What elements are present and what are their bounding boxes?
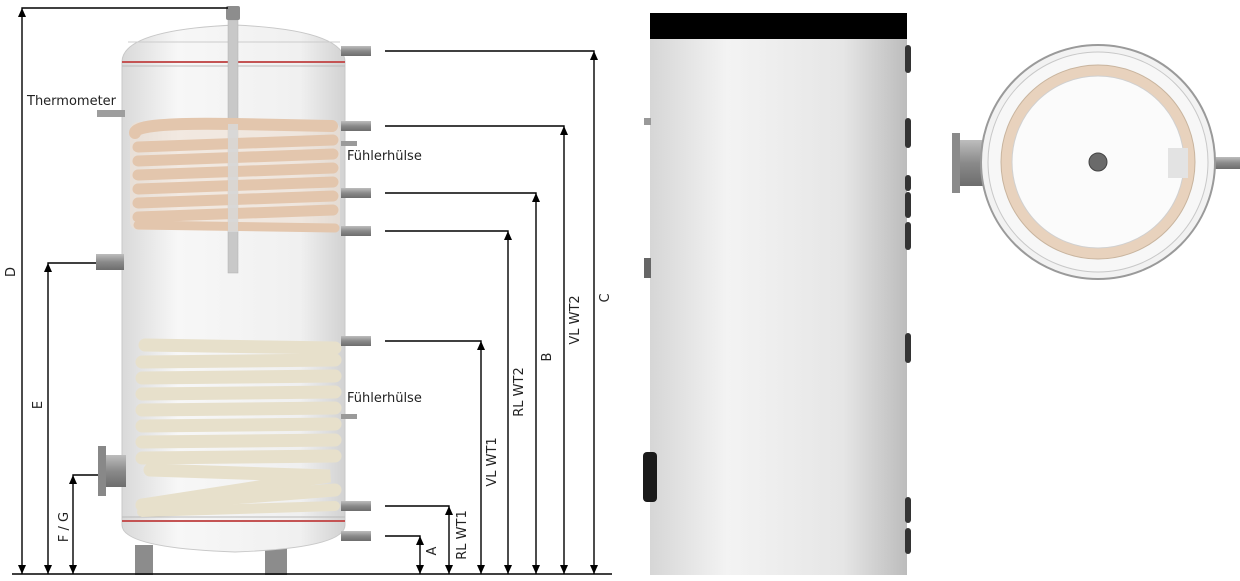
dim-label-vl-wt2: VL WT2 bbox=[568, 295, 583, 344]
top-view-flange-pipe bbox=[958, 140, 984, 186]
tank-top-view bbox=[952, 44, 1240, 280]
dim-label-rl-wt2: RL WT2 bbox=[512, 367, 527, 416]
tank-foot-right bbox=[265, 545, 287, 575]
dim-label-rl-wt1: RL WT1 bbox=[455, 510, 470, 559]
pipe-a bbox=[341, 531, 371, 541]
thermometer-fitting bbox=[97, 110, 125, 117]
dimension-labels: D E F / G A RL WT1 VL WT1 RL WT2 B VL WT… bbox=[4, 267, 613, 560]
side-thermometer-stub bbox=[644, 118, 651, 125]
dim-line-rl-wt1 bbox=[385, 505, 450, 574]
jacket-body bbox=[650, 37, 907, 575]
sensor-upper-label: Fühlerhülse bbox=[347, 149, 422, 164]
side-flange-cover bbox=[643, 452, 657, 502]
dim-label-e: E bbox=[31, 401, 46, 409]
side-fitting bbox=[644, 258, 651, 278]
pipe-sensor-upper-2 bbox=[341, 141, 357, 146]
tank-cutaway-view: Thermometer Fühlerhülse Fühlerhülse bbox=[26, 6, 422, 575]
pipe-sensor-upper bbox=[341, 121, 371, 131]
dimension-arrowheads bbox=[18, 8, 598, 574]
pipe-vl-wt1 bbox=[341, 226, 371, 236]
pipe-rl-wt2 bbox=[341, 188, 371, 198]
fitting-e bbox=[96, 254, 124, 270]
anode-cap bbox=[226, 6, 240, 20]
top-view-right-pipe bbox=[1208, 157, 1240, 169]
dim-label-vl-wt1: VL WT1 bbox=[485, 437, 500, 486]
thermometer-label: Thermometer bbox=[26, 94, 117, 109]
dim-line-fg bbox=[72, 474, 98, 574]
dim-label-a: A bbox=[425, 546, 440, 555]
pipe-sensor-lower bbox=[341, 414, 357, 419]
top-view-anode-cap bbox=[1088, 152, 1108, 172]
top-view-sensor-plate bbox=[1168, 148, 1188, 178]
dim-label-d: D bbox=[4, 267, 19, 277]
dim-line-e bbox=[47, 262, 96, 574]
flange-fg bbox=[98, 446, 126, 496]
tank-side-view bbox=[643, 13, 911, 575]
dim-label-b: B bbox=[540, 353, 555, 362]
dim-label-c: C bbox=[598, 293, 613, 302]
dim-line-a bbox=[385, 535, 421, 574]
pipe-vl-wt2 bbox=[341, 46, 371, 56]
pipe-rl-wt1 bbox=[341, 501, 371, 511]
sensor-lower-label: Fühlerhülse bbox=[347, 391, 422, 406]
side-connection-caps bbox=[905, 45, 911, 554]
dim-label-fg: F / G bbox=[57, 512, 72, 542]
jacket-lid bbox=[650, 13, 907, 39]
lower-heat-exchanger-coil bbox=[135, 338, 342, 517]
tank-foot-left bbox=[135, 545, 153, 575]
pipe-b bbox=[341, 336, 371, 346]
pipe-connections-right bbox=[341, 46, 371, 541]
